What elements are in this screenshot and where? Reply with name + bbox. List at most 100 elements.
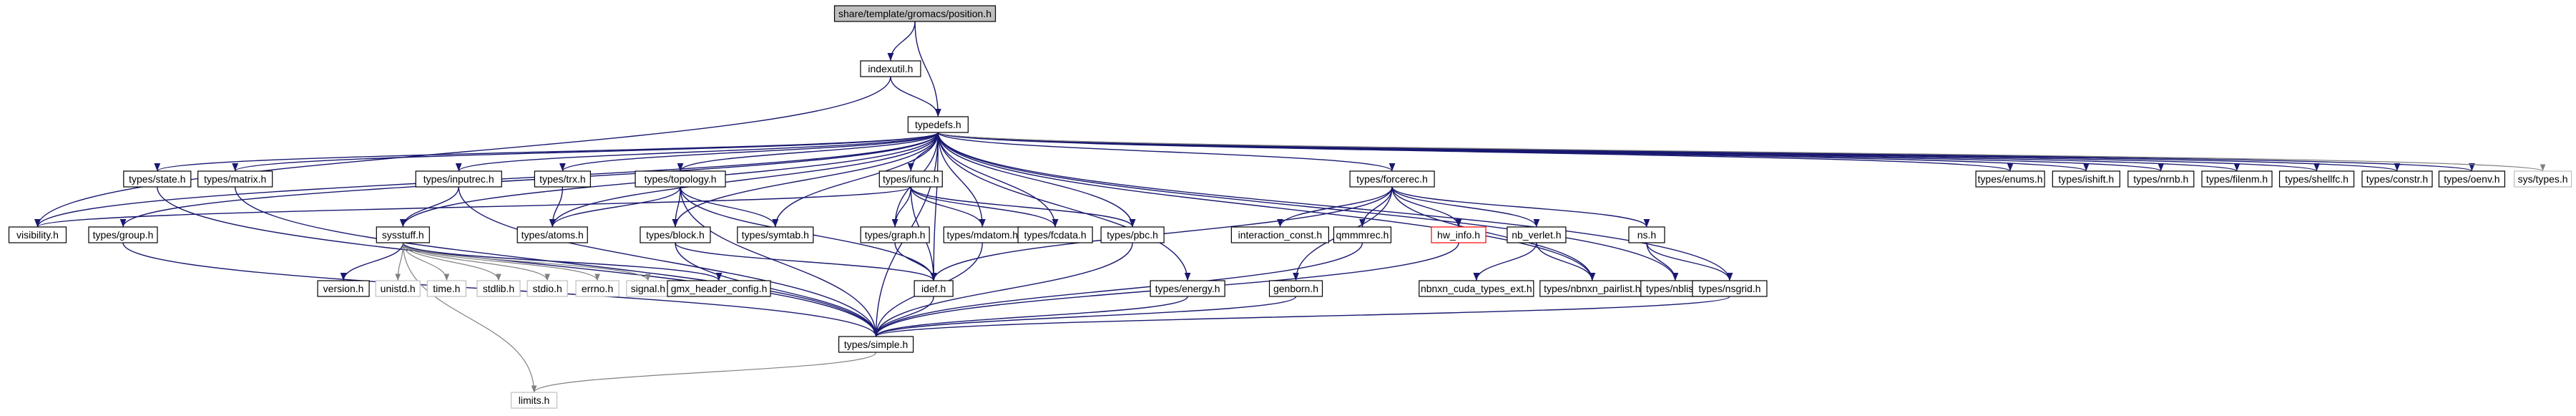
node-unistd-h[interactable]: unistd.h xyxy=(375,280,421,297)
node-types-pbc-h[interactable]: types/pbc.h xyxy=(1100,226,1165,243)
edge-typedefs_h-to-types_symtab_h xyxy=(772,132,939,228)
node-box xyxy=(415,170,502,188)
node-label: types/matrix.h xyxy=(204,173,266,185)
node-genborn-h[interactable]: genborn.h xyxy=(1268,280,1323,297)
edge-typedefs_h-to-types_mdatom_h xyxy=(937,132,986,228)
edge-typedefs_h-to-types_fcdata_h xyxy=(937,132,1059,228)
node-types-nsgrid-h[interactable]: types/nsgrid.h xyxy=(1692,280,1768,297)
edge-sysstuff_h-to-version_h xyxy=(340,242,403,281)
edge-types_graph_h-to-idef_h xyxy=(894,242,937,281)
node-indexutil-h[interactable]: indexutil.h xyxy=(860,60,921,77)
node-label: types/constr.h xyxy=(2366,173,2428,185)
node-stdlib-h[interactable]: stdlib.h xyxy=(476,280,521,297)
node-types-constr-h[interactable]: types/constr.h xyxy=(2361,170,2433,188)
node-types-trx-h[interactable]: types/trx.h xyxy=(534,170,591,188)
node-types-block-h[interactable]: types/block.h xyxy=(640,226,711,243)
edge-types_topology_h-to-types_atoms_h xyxy=(549,186,681,228)
node-hw-info-h[interactable]: hw_info.h xyxy=(1431,226,1487,243)
edge-types_forcerec_h-to-interaction_const_h xyxy=(1276,186,1393,228)
node-label: types/ifunc.h xyxy=(883,173,939,185)
edge-typedefs_h-to-types_nrnb_h xyxy=(937,132,2164,172)
node-types-symtab-h[interactable]: types/symtab.h xyxy=(737,226,814,243)
edge-types_pbc_h-to-types_simple_h xyxy=(873,242,1133,337)
edge-position_h-to-typedefs_h xyxy=(914,21,941,117)
edge-types_state_h-to-types_simple_h xyxy=(157,186,879,337)
node-typedefs-h[interactable]: typedefs.h xyxy=(907,116,969,133)
node-box xyxy=(317,280,370,297)
node-types-ishift-h[interactable]: types/ishift.h xyxy=(2052,170,2120,188)
node-types-fcdata-h[interactable]: types/fcdata.h xyxy=(1017,226,1093,243)
node-signal-h[interactable]: signal.h xyxy=(626,280,670,297)
node-box xyxy=(426,280,466,297)
node-gmx-header-config-h[interactable]: gmx_header_config.h xyxy=(667,280,771,297)
node-ns-h[interactable]: ns.h xyxy=(1628,226,1665,243)
node-types-graph-h[interactable]: types/graph.h xyxy=(860,226,930,243)
node-box xyxy=(1692,280,1768,297)
node-label: types/enums.h xyxy=(1978,173,2043,185)
node-label: types/topology.h xyxy=(645,173,717,185)
node-types-group-h[interactable]: types/group.h xyxy=(88,226,158,243)
node-label: types/graph.h xyxy=(865,229,926,241)
node-types-simple-h[interactable]: types/simple.h xyxy=(838,336,914,353)
node-box xyxy=(1150,280,1225,297)
node-box xyxy=(2513,170,2572,188)
node-types-enums-h[interactable]: types/enums.h xyxy=(1975,170,2045,188)
node-types-nbnxn-pairlist-h[interactable]: types/nbnxn_pairlist.h xyxy=(1539,280,1645,297)
node-limits-h[interactable]: limits.h xyxy=(510,392,558,409)
node-types-nrnb-h[interactable]: types/nrnb.h xyxy=(2127,170,2195,188)
node-types-matrix-h[interactable]: types/matrix.h xyxy=(197,170,273,188)
node-nb-verlet-h[interactable]: nb_verlet.h xyxy=(1507,226,1567,243)
edge-qmmmrec_h-to-types_simple_h xyxy=(873,242,1363,337)
node-nbnxn-cuda-types-ext-h[interactable]: nbnxn_cuda_types_ext.h xyxy=(1419,280,1534,297)
node-version-h[interactable]: version.h xyxy=(317,280,370,297)
node-box xyxy=(8,226,67,243)
node-idef-h[interactable]: idef.h xyxy=(914,280,954,297)
node-types-state-h[interactable]: types/state.h xyxy=(123,170,192,188)
edge-types_block_h-to-types_simple_h xyxy=(675,242,880,337)
node-visibility-h[interactable]: visibility.h xyxy=(8,226,67,243)
node-label: types/shellfc.h xyxy=(2285,173,2349,185)
node-label: typedefs.h xyxy=(915,119,961,130)
node-box xyxy=(575,280,619,297)
node-types-mdatom-h[interactable]: types/mdatom.h xyxy=(943,226,1022,243)
node-label: sysstuff.h xyxy=(382,229,424,241)
node-types-forcerec-h[interactable]: types/forcerec.h xyxy=(1349,170,1435,188)
node-label: unistd.h xyxy=(381,283,416,294)
edge-types_topology_h-to-types_simple_h xyxy=(680,186,880,337)
node-label: sys/types.h xyxy=(2518,173,2568,185)
node-types-shellfc-h[interactable]: types/shellfc.h xyxy=(2278,170,2355,188)
node-box xyxy=(1975,170,2045,188)
node-sys-types-h[interactable]: sys/types.h xyxy=(2513,170,2572,188)
node-time-h[interactable]: time.h xyxy=(426,280,466,297)
edge-sysstuff_h-to-stdio_h xyxy=(402,242,550,281)
node-types-oenv-h[interactable]: types/oenv.h xyxy=(2438,170,2506,188)
node-errno-h[interactable]: errno.h xyxy=(575,280,619,297)
node-types-ifunc-h[interactable]: types/ifunc.h xyxy=(878,170,943,188)
node-types-topology-h[interactable]: types/topology.h xyxy=(635,170,726,188)
node-position-h[interactable]: share/template/gromacs/position.h xyxy=(833,5,996,22)
node-label: interaction_const.h xyxy=(1238,229,1323,241)
node-label: types/oenv.h xyxy=(2444,173,2499,185)
node-box xyxy=(1507,226,1567,243)
edge-sysstuff_h-to-limits_h xyxy=(402,242,537,393)
node-box xyxy=(197,170,273,188)
edge-typedefs_h-to-types_shellfc_h xyxy=(937,132,2320,172)
node-box xyxy=(1431,226,1487,243)
edge-typedefs_h-to-types_forcerec_h xyxy=(937,132,1396,172)
node-interaction-const-h[interactable]: interaction_const.h xyxy=(1230,226,1329,243)
edge-indexutil_h-to-typedefs_h xyxy=(890,76,941,117)
edge-types_block_h-to-idef_h xyxy=(675,242,937,281)
edge-sysstuff_h-to-stdlib_h xyxy=(402,242,501,281)
edge-types_inputrec_h-to-types_simple_h xyxy=(458,186,879,337)
node-types-atoms-h[interactable]: types/atoms.h xyxy=(516,226,588,243)
edge-typedefs_h-to-types_ishift_h xyxy=(937,132,2090,172)
node-stdio-h[interactable]: stdio.h xyxy=(527,280,568,297)
node-types-filenm-h[interactable]: types/filenm.h xyxy=(2201,170,2273,188)
node-types-inputrec-h[interactable]: types/inputrec.h xyxy=(415,170,502,188)
node-qmmmrec-h[interactable]: qmmmrec.h xyxy=(1333,226,1392,243)
node-label: types/state.h xyxy=(129,173,185,185)
node-types-energy-h[interactable]: types/energy.h xyxy=(1150,280,1225,297)
edge-types_ifunc_h-to-types_fcdata_h xyxy=(910,186,1059,228)
node-sysstuff-h[interactable]: sysstuff.h xyxy=(376,226,430,243)
node-label: types/simple.h xyxy=(844,339,908,350)
